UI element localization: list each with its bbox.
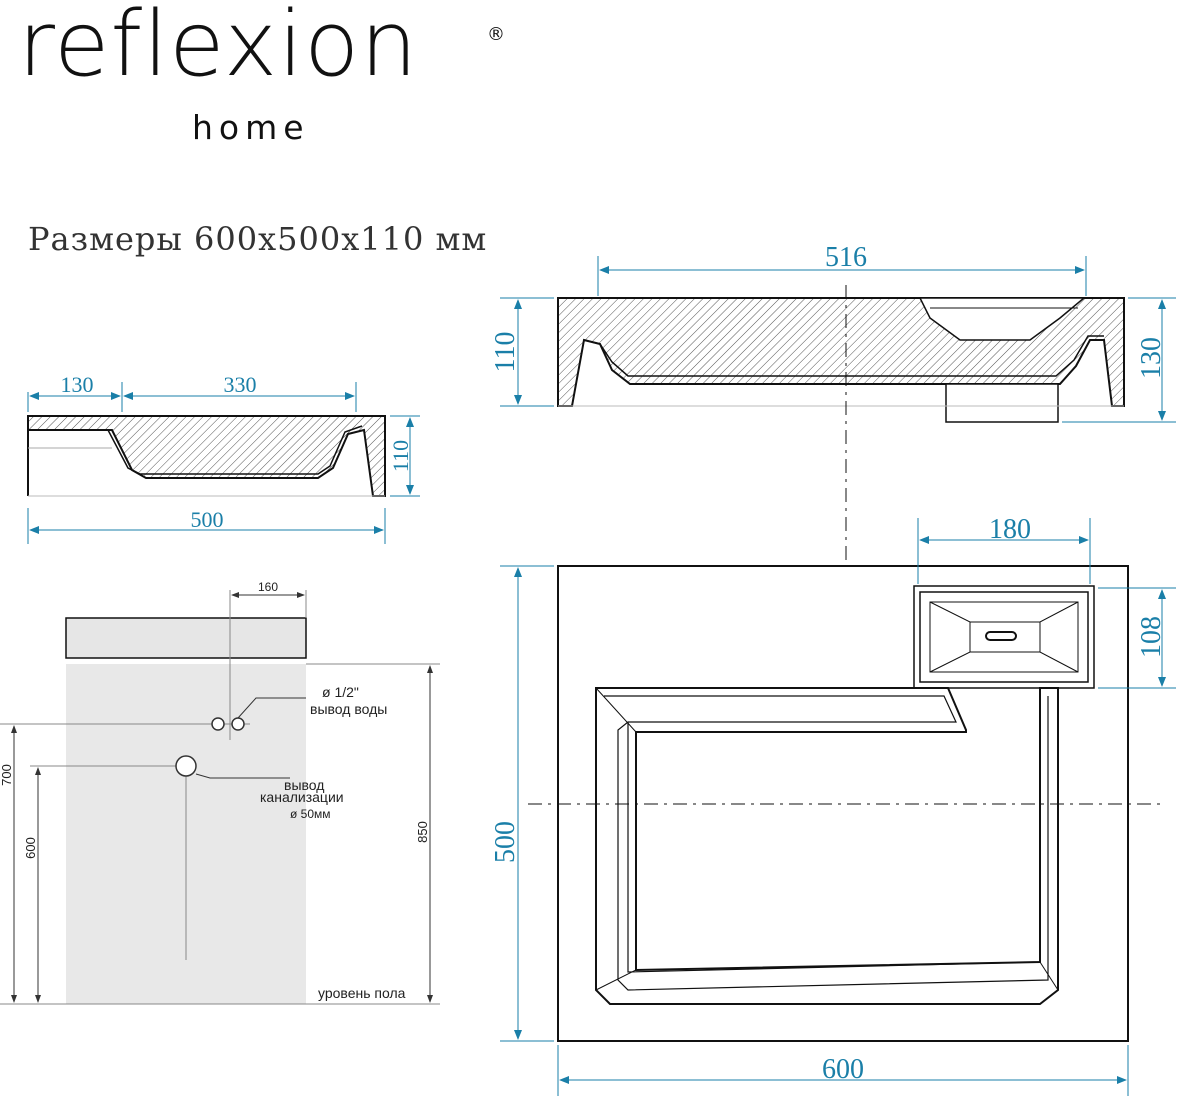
dim-height-850: 850 <box>415 821 430 843</box>
dim-side-500: 500 <box>191 507 224 532</box>
installation-scheme: 160 ø 1/2" вывод воды вывод канализации … <box>0 580 440 1005</box>
water-outlet-left <box>211 717 225 731</box>
dim-front-516: 516 <box>825 242 867 273</box>
registered-mark: ® <box>487 24 505 45</box>
dim-plan-180: 180 <box>989 514 1031 545</box>
side-dimensions: 130 330 110 500 <box>27 372 420 544</box>
dim-side-130: 130 <box>61 372 94 397</box>
side-section-view <box>27 415 386 497</box>
overflow-slot-icon <box>985 631 1017 641</box>
water-label-size: ø 1/2" <box>322 684 359 700</box>
front-dimensions: 516 110 130 <box>490 242 1176 423</box>
drain-outlet <box>175 755 197 777</box>
dim-plan-108: 108 <box>1136 616 1167 658</box>
water-label-text: вывод воды <box>310 701 387 717</box>
drain-label-1: вывод <box>284 777 324 793</box>
dim-height-600: 600 <box>23 837 38 859</box>
floor-level-label: уровень пола <box>318 985 406 1001</box>
dim-front-110: 110 <box>490 332 521 373</box>
dim-front-130: 130 <box>1136 337 1167 379</box>
drain-label-2: канализации <box>260 789 344 805</box>
brand-logo: reflexion <box>18 0 419 97</box>
water-outlet-right <box>231 717 245 731</box>
dim-height-700: 700 <box>0 764 14 786</box>
dim-plan-600: 600 <box>822 1054 864 1085</box>
dim-plan-500: 500 <box>490 821 521 863</box>
brand-subtitle: home <box>192 108 310 147</box>
plan-view <box>528 565 1160 1042</box>
plan-dimensions: 180 108 500 600 <box>490 514 1176 1096</box>
drain-label-3: ø 50мм <box>290 807 331 821</box>
front-section-view <box>557 285 1125 1000</box>
dim-side-330: 330 <box>224 372 257 397</box>
dim-side-110: 110 <box>388 440 413 472</box>
dimensions-title: Размеры 600х500х110 мм <box>28 220 488 258</box>
dim-offset-160: 160 <box>258 580 278 594</box>
